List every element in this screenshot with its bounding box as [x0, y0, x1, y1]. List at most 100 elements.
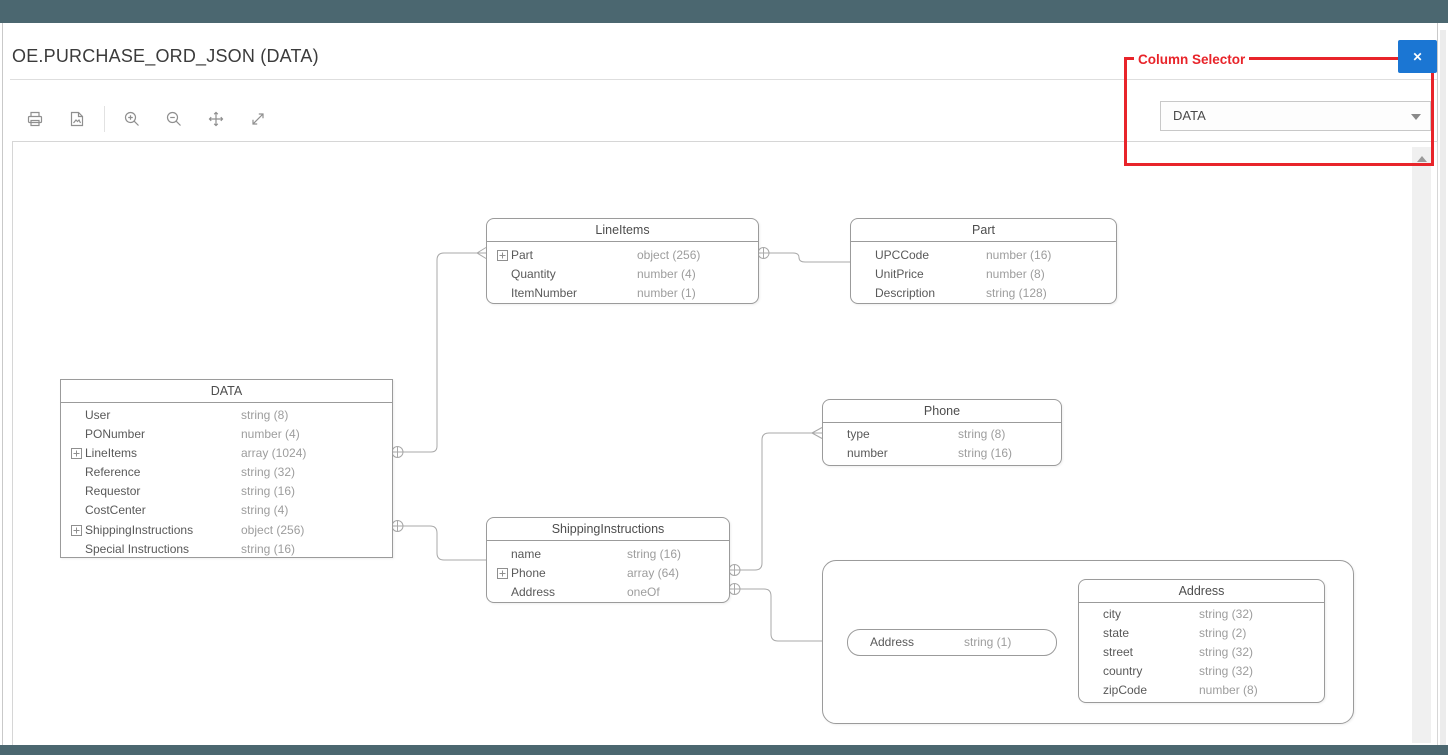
entity-rows: UPCCode number (16) UnitPrice number (8)…	[851, 242, 1116, 303]
table-row: zipCode number (8)	[1079, 681, 1324, 700]
field-name: Address	[870, 635, 915, 649]
entity-rows: Part object (256) Quantity number (4) It…	[487, 242, 758, 303]
entity-address[interactable]: Address city string (32) state string (2…	[1078, 579, 1325, 703]
fit-to-window-icon	[252, 113, 264, 125]
table-row: Part object (256)	[487, 246, 758, 265]
field-type: string (1)	[964, 635, 1012, 649]
field-type: string (8)	[241, 408, 289, 422]
field-type: number (8)	[986, 267, 1045, 282]
field-type: string (128)	[986, 286, 1047, 301]
table-row: ShippingInstructions object (256)	[61, 521, 392, 540]
entity-title: ShippingInstructions	[487, 518, 729, 541]
page-title: OE.PURCHASE_ORD_JSON (DATA)	[12, 46, 319, 66]
page-scrollbar[interactable]	[1440, 30, 1446, 745]
print-button[interactable]	[19, 103, 51, 135]
export-image-icon	[70, 111, 84, 127]
field-type: string (4)	[241, 503, 289, 518]
vertical-scrollbar[interactable]	[1412, 147, 1431, 743]
table-row: LineItems array (1024)	[61, 444, 392, 463]
field-name: number	[847, 446, 888, 461]
field-type: string (32)	[1199, 645, 1254, 660]
field-name: country	[1103, 664, 1143, 679]
field-name: Description	[875, 286, 936, 301]
entity-title: DATA	[61, 380, 392, 403]
pan-icon	[208, 111, 224, 127]
table-row: country string (32)	[1079, 662, 1324, 681]
bottom-chrome-bar	[0, 745, 1448, 755]
field-name: city	[1103, 607, 1121, 621]
table-row: city string (32)	[1079, 605, 1324, 624]
top-chrome-bar	[0, 0, 1448, 23]
expand-toggle-icon[interactable]	[497, 568, 508, 580]
field-name: Phone	[511, 566, 546, 581]
entity-title: Phone	[823, 400, 1061, 423]
field-name: User	[85, 408, 111, 422]
diagram-toolbar	[14, 103, 279, 135]
export-image-button[interactable]	[61, 103, 93, 135]
table-row: number string (16)	[823, 444, 1061, 463]
entity-lineitems[interactable]: LineItems Part object (256) Quantity num…	[486, 218, 759, 304]
field-type: string (16)	[241, 484, 296, 499]
field-type: number (4)	[637, 267, 696, 282]
print-icon	[27, 111, 43, 127]
entity-rows: User string (8) PONumber number (4) Line…	[61, 403, 392, 559]
panel-border	[2, 23, 3, 745]
field-name: Reference	[85, 465, 141, 480]
table-row: Special Instructions string (16)	[61, 540, 392, 559]
close-button[interactable]: ✕	[1398, 40, 1437, 73]
table-row: name string (16)	[487, 545, 729, 564]
field-name: Address	[511, 585, 556, 600]
field-type: string (16)	[627, 547, 682, 561]
field-name: CostCenter	[85, 503, 146, 518]
entity-title: Address	[1079, 580, 1324, 603]
zoom-in-icon	[124, 111, 139, 126]
field-type: array (64)	[627, 566, 680, 581]
oneof-option-address[interactable]: Address string (1)	[847, 629, 1057, 656]
column-selector-dropdown[interactable]: DATA	[1160, 101, 1431, 131]
field-type: string (8)	[958, 427, 1006, 441]
field-name: name	[511, 547, 542, 561]
expand-toggle-icon[interactable]	[497, 250, 508, 261]
field-name: UPCCode	[875, 248, 930, 262]
field-name: street	[1103, 645, 1134, 660]
fit-to-window-button[interactable]	[242, 103, 274, 135]
entity-part[interactable]: Part UPCCode number (16) UnitPrice numbe…	[850, 218, 1117, 304]
table-row: PONumber number (4)	[61, 425, 392, 444]
pan-button[interactable]	[200, 103, 232, 135]
entity-shippinginstructions[interactable]: ShippingInstructions name string (16) Ph…	[486, 517, 730, 603]
field-type: string (32)	[1199, 607, 1254, 621]
field-type: string (2)	[1199, 626, 1247, 641]
entity-rows: name string (16) Phone array (64) Addres…	[487, 541, 729, 602]
expand-toggle-icon[interactable]	[71, 524, 82, 536]
field-name: Part	[511, 248, 534, 262]
field-name: type	[847, 427, 870, 441]
table-row: Requestor string (16)	[61, 482, 392, 501]
zoom-in-button[interactable]	[116, 103, 148, 135]
entity-phone[interactable]: Phone type string (8) number string (16)	[822, 399, 1062, 466]
field-type: string (32)	[241, 465, 296, 480]
field-type: oneOf	[627, 585, 660, 600]
field-name: Special Instructions	[85, 541, 190, 556]
field-type: number (8)	[1199, 683, 1258, 698]
field-type: object (256)	[637, 248, 701, 262]
entity-title: LineItems	[487, 219, 758, 242]
field-name: Quantity	[511, 267, 556, 282]
table-row: Address oneOf	[487, 583, 729, 602]
divider	[10, 79, 1437, 80]
entity-data[interactable]: DATA User string (8) PONumber number (4)…	[60, 379, 393, 558]
chevron-down-icon	[1411, 114, 1421, 120]
entity-rows: type string (8) number string (16)	[823, 423, 1061, 463]
dropdown-selected-value: DATA	[1173, 108, 1206, 123]
field-type: number (4)	[241, 427, 300, 442]
annotation-label: Column Selector	[1134, 51, 1250, 68]
table-row: UPCCode number (16)	[851, 246, 1116, 265]
field-type: array (1024)	[241, 446, 307, 461]
zoom-out-button[interactable]	[158, 103, 190, 135]
field-name: UnitPrice	[875, 267, 924, 282]
expand-toggle-icon[interactable]	[71, 448, 82, 460]
field-type: object (256)	[241, 522, 305, 537]
scroll-up-button[interactable]	[1416, 154, 1427, 163]
table-row: Quantity number (4)	[487, 265, 758, 284]
table-row: UnitPrice number (8)	[851, 265, 1116, 284]
table-row: Description string (128)	[851, 284, 1116, 303]
